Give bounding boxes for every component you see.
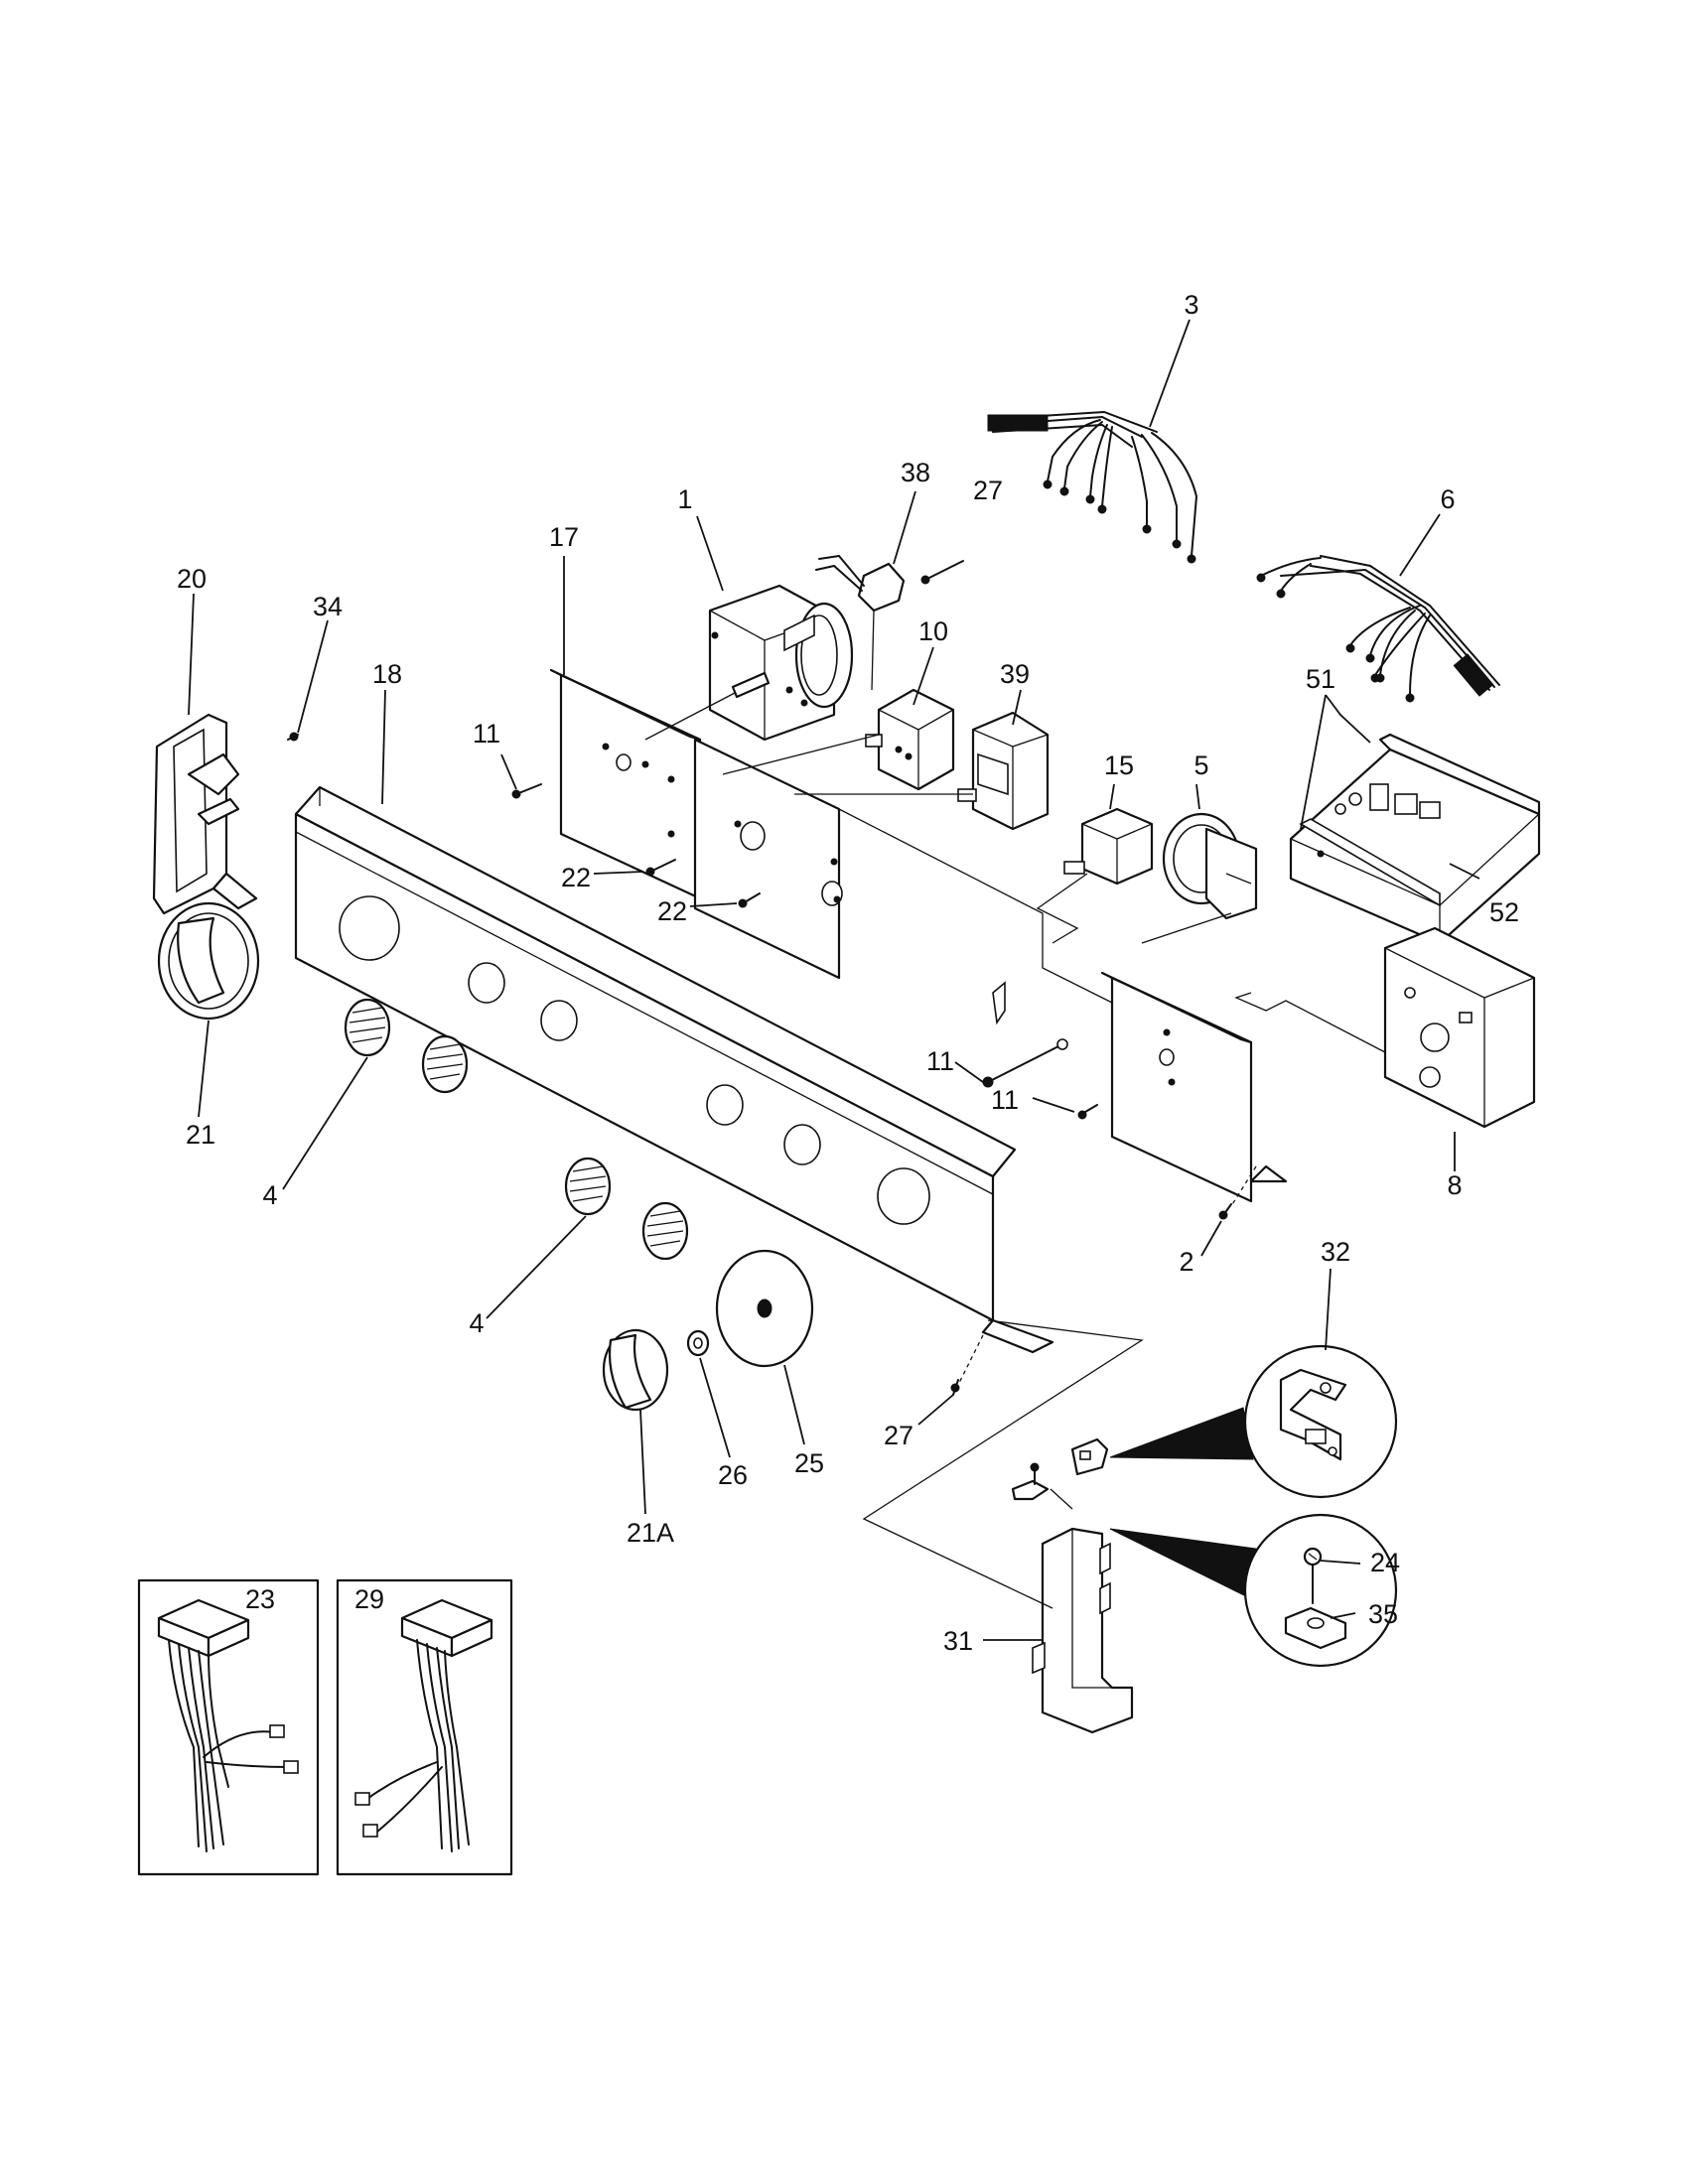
callout-11-c: 11 (991, 1085, 1019, 1115)
callout-6: 6 (1440, 484, 1455, 514)
callout-25: 25 (794, 1448, 824, 1478)
timer-part-1 (708, 584, 854, 742)
callout-4-a: 4 (262, 1180, 277, 1210)
callout-39: 39 (1000, 659, 1030, 689)
callout-5: 5 (1193, 751, 1208, 780)
callout-17: 17 (549, 522, 579, 552)
detail-view-part-24-35 (1109, 1513, 1398, 1668)
callout-18: 18 (372, 659, 402, 689)
callout-29: 29 (354, 1584, 384, 1614)
callout-10: 10 (918, 616, 948, 646)
callout-26: 26 (718, 1460, 748, 1490)
screw-part-11-c (1077, 1104, 1098, 1120)
knob-part-4-d (641, 1201, 689, 1261)
screw-part-27-b (950, 1379, 960, 1396)
wire-harness-part-3 (987, 410, 1198, 564)
callout-21: 21 (186, 1120, 215, 1150)
callout-35: 35 (1368, 1599, 1398, 1629)
knob-part-4-a (344, 998, 391, 1057)
callout-labels: 1 2 3 4 4 5 6 8 10 11 11 11 15 17 18 20 … (177, 290, 1519, 1656)
disc-part-25 (715, 1249, 814, 1368)
clip-part-35-small (1011, 1462, 1050, 1501)
callout-11-a: 11 (473, 719, 500, 749)
screw-part-2 (1218, 1203, 1232, 1220)
knob-part-21a (602, 1328, 669, 1412)
switch-part-15 (1063, 807, 1154, 886)
callout-21a: 21A (627, 1518, 674, 1548)
end-cap-part-31 (1032, 1527, 1134, 1734)
relay-part-38 (815, 555, 906, 691)
callout-15: 15 (1104, 751, 1134, 780)
callout-38: 38 (901, 458, 930, 487)
wire-harness-part-6 (1256, 555, 1500, 703)
screw-part-11-b (982, 1038, 1068, 1088)
callout-34: 34 (313, 592, 343, 621)
leader-lines (188, 319, 1480, 1641)
knob-part-4-c (564, 1157, 612, 1216)
switch-part-39 (957, 711, 1050, 831)
switch-part-10 (865, 688, 955, 791)
callout-2: 2 (1179, 1247, 1193, 1277)
callout-4-b: 4 (469, 1308, 484, 1338)
screw-part-27-top (920, 560, 964, 585)
timer-part-8 (1383, 926, 1536, 1129)
callout-8: 8 (1447, 1170, 1462, 1200)
bracket-right (1100, 971, 1288, 1203)
callout-24: 24 (1370, 1548, 1400, 1577)
knob-part-21 (157, 901, 260, 1021)
control-panel-part-18 (294, 785, 1054, 1354)
callout-32: 32 (1321, 1237, 1350, 1267)
control-board-part-51-52 (1289, 733, 1541, 945)
callout-27-a: 27 (973, 476, 1003, 505)
callout-27-b: 27 (884, 1421, 913, 1450)
callout-1: 1 (677, 484, 692, 514)
end-cap-part-20 (152, 713, 258, 915)
callout-22-b: 22 (657, 896, 687, 926)
bracket-part-17 (549, 668, 702, 900)
callout-51: 51 (1306, 664, 1335, 694)
callout-3: 3 (1184, 290, 1198, 320)
callout-11-b: 11 (926, 1046, 954, 1076)
washer-part-26 (686, 1329, 710, 1357)
pressure-switch-part-5 (1141, 812, 1258, 944)
callout-31: 31 (943, 1626, 973, 1656)
knob-part-4-b (421, 1034, 469, 1094)
screw-part-22-b (738, 892, 761, 908)
detail-view-part-32 (1109, 1344, 1398, 1499)
callout-20: 20 (177, 564, 207, 594)
callout-23: 23 (245, 1584, 275, 1614)
clip-part-32-small (1070, 1437, 1109, 1476)
harness-box-part-29 (336, 1578, 513, 1876)
callout-22-a: 22 (561, 863, 591, 892)
screw-part-11-a (511, 783, 542, 799)
screw-part-22-a (645, 859, 676, 877)
harness-box-part-23 (137, 1578, 320, 1876)
callout-52: 52 (1489, 897, 1519, 927)
bracket-middle (693, 738, 843, 980)
